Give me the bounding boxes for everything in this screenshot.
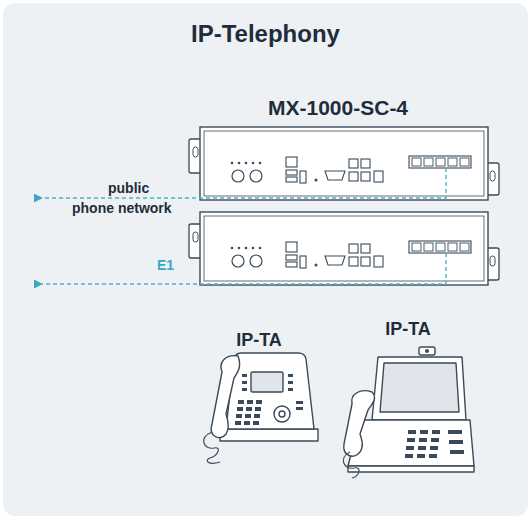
gateway-unit: [189, 127, 499, 200]
e1-link: [42, 253, 446, 284]
network-link: [42, 168, 446, 198]
node-heading: IP-TA: [340, 319, 476, 340]
node-heading: MX-1000-SC-4: [268, 96, 428, 120]
desk-phone: [204, 353, 318, 463]
network-label: public phone network: [72, 178, 194, 218]
interface-label: E1: [157, 256, 197, 274]
video-phone: [343, 347, 474, 478]
background-panel: [3, 3, 528, 516]
ip-phone: IP-TA: [340, 319, 476, 475]
node-heading: IP-TA: [198, 330, 320, 351]
ip-phone: IP-TA: [198, 330, 320, 465]
diagram-title: IP-Telephony: [0, 20, 531, 48]
gateway-device: MX-1000-SC-4: [188, 94, 500, 200]
gateway-unit: [189, 212, 499, 285]
